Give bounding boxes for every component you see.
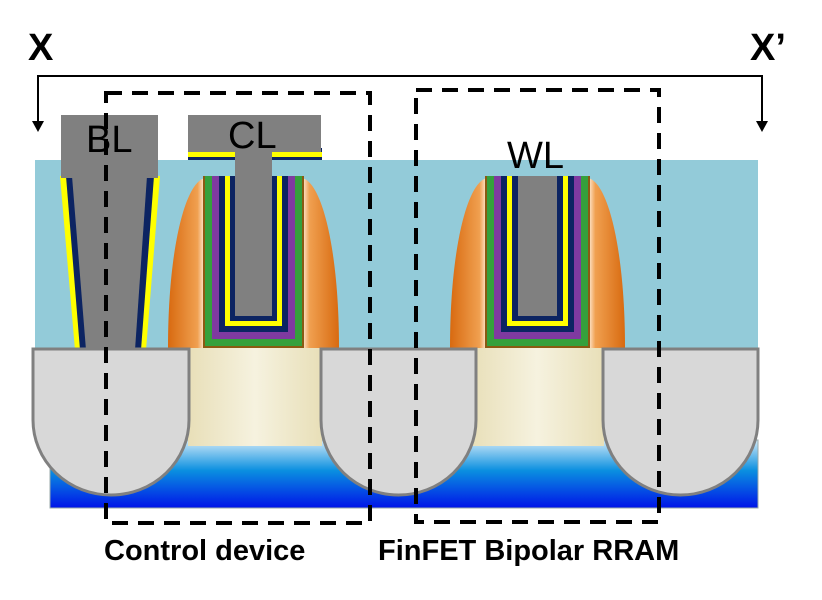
caption-finfet-rram: FinFET Bipolar RRAM: [378, 535, 679, 567]
wordline-label: WL: [507, 135, 564, 177]
source-drain-left: [31, 347, 191, 497]
gate-spacer-right: [302, 178, 339, 348]
gate-spacer-left: [168, 178, 205, 348]
source-drain-right: [601, 347, 760, 497]
control-line-label: CL: [228, 115, 277, 157]
rram-spacer-right: [588, 178, 625, 348]
arrowhead-right: [756, 121, 768, 132]
gate-metal: [235, 150, 272, 316]
bl-contact-metal: [61, 115, 158, 178]
section-label-right: X’: [750, 27, 786, 69]
bl-metal-plug: [72, 176, 147, 350]
cl-contact-metal: [188, 115, 321, 152]
rram-gate-stack: [450, 176, 625, 348]
channel-region-rram: [470, 348, 604, 446]
caption-control-device: Control device: [104, 535, 305, 567]
rram-device-box: [414, 88, 661, 524]
source-drain-middle: [319, 347, 478, 497]
section-label-left: X: [28, 27, 54, 69]
cl-neck: [235, 150, 272, 162]
arrowhead-left: [32, 121, 44, 132]
section-bracket: [37, 75, 763, 127]
bitline-contact: [60, 115, 160, 350]
rram-gate-metal: [518, 176, 557, 316]
control-device-box: [104, 91, 372, 525]
section-line: [32, 75, 768, 132]
bitline-label: BL: [86, 119, 132, 161]
rram-spacer-left: [450, 178, 487, 348]
control-gate-stack: [168, 115, 339, 348]
channel-region-control: [188, 348, 322, 446]
